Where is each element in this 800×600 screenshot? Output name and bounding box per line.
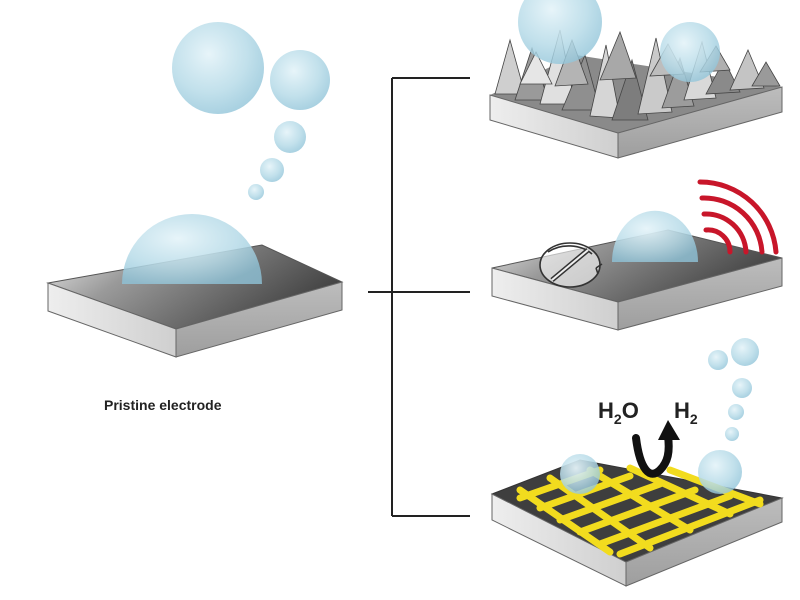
bubble-icon [708, 350, 728, 370]
signal-wave-icon [697, 179, 779, 255]
curved-arrow-icon [632, 420, 680, 478]
bubble-icon [172, 22, 264, 114]
bubble-icon [560, 454, 600, 494]
pristine-electrode-caption: Pristine electrode [104, 397, 222, 413]
surface-spikes [494, 29, 781, 121]
bubble-icon [725, 427, 739, 441]
bubble-icon [260, 158, 284, 182]
pristine-bubbles [122, 22, 330, 284]
bubble-icon [728, 404, 744, 420]
reactant-label: H2O [598, 398, 639, 427]
product-label: H2 [674, 398, 698, 427]
magnetic-stir-bar-icon [539, 242, 603, 288]
bubble-icon [698, 450, 742, 494]
stirred-electrode [491, 179, 783, 331]
bubble-icon [731, 338, 759, 366]
connector-lines [368, 77, 470, 517]
mesh-electrode [490, 338, 784, 587]
bubble-icon [732, 378, 752, 398]
bubble-icon [248, 184, 264, 200]
bubble-icon [612, 210, 698, 262]
rough-electrode [489, 0, 783, 159]
bubble-icon [274, 121, 306, 153]
bubble-icon [122, 214, 262, 284]
bubble-icon [270, 50, 330, 110]
bubble-icon [518, 0, 602, 64]
bubble-icon [660, 22, 720, 82]
